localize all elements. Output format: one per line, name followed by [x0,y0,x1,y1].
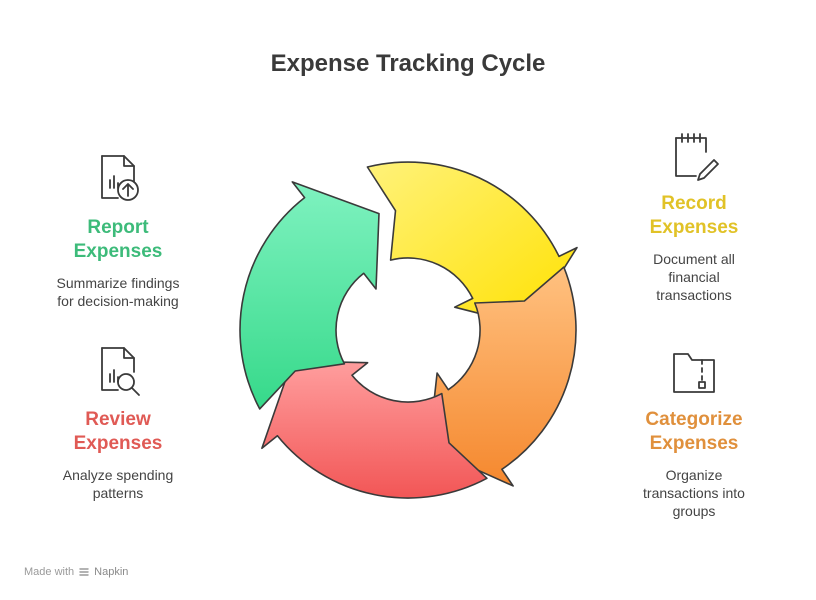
step-categorize-title-line1: Categorize [645,409,743,430]
step-record-title-line2: Expenses [649,217,739,238]
step-categorize-title-line2: Expenses [649,433,739,454]
napkin-logo-icon [79,568,89,576]
step-review-title-line1: Review [85,409,151,430]
step-categorize-desc-line3: groups [672,503,716,519]
step-categorize: Categorize Expenses Organize transaction… [604,344,784,520]
footer-prefix: Made with [24,566,75,578]
arrow-record [366,161,578,327]
step-review-title-line2: Expenses [73,433,163,454]
folder-zip-icon [673,353,715,393]
document-upload-icon [101,155,139,201]
step-record-title-line1: Record [661,193,727,214]
step-review: Review Expenses Analyze spending pattern… [28,344,208,502]
page-title: Expense Tracking Cycle [270,50,546,77]
notepad-pencil-icon [675,133,719,181]
step-categorize-desc-line2: transactions into [643,485,745,501]
arrow-review [261,360,488,499]
step-record-desc-line2: financial [668,269,720,285]
step-record: Record Expenses Document all financial t… [604,128,784,304]
step-record-desc-line1: Document all [653,251,735,267]
step-report-title-line1: Report [87,217,149,238]
step-report-desc-line1: Summarize findings [56,275,180,291]
document-search-icon [101,347,140,396]
step-report: Report Expenses Summarize findings for d… [28,152,208,310]
footer: Made with Napkin [24,566,128,578]
arrow-categorize [428,266,577,487]
footer-brand[interactable]: Napkin [94,566,129,578]
step-report-desc-line2: for decision-making [57,293,179,309]
arrow-report [239,181,380,410]
step-report-title-line2: Expenses [73,241,163,262]
step-review-desc-line2: patterns [92,485,144,501]
step-categorize-desc-line1: Organize [665,467,723,483]
step-record-desc-line3: transactions [656,287,732,303]
step-review-desc-line1: Analyze spending [62,467,174,483]
